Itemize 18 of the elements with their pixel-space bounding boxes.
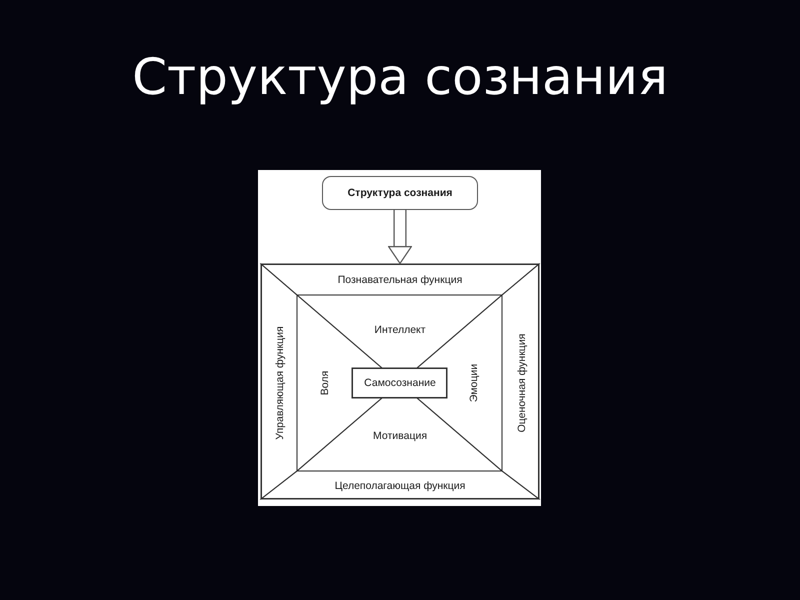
box-label: Структура сознания <box>348 186 452 200</box>
segment-label: Воля <box>318 370 332 396</box>
band-label: Познавательная функция <box>338 274 462 286</box>
slide-title: Структура сознания <box>132 52 668 102</box>
block-arrow <box>388 210 412 264</box>
segment-label: Мотивация <box>373 430 427 442</box>
trapezoid-band <box>261 471 539 499</box>
segment-label: Интеллект <box>374 324 426 336</box>
center-box <box>352 368 447 398</box>
band-label: Целеполагающая функция <box>334 480 466 492</box>
band-label: Оценочная функция <box>516 334 528 432</box>
trapezoid-band <box>502 264 539 499</box>
band-label: Управляющая функция <box>274 326 286 440</box>
rounded-box <box>322 176 478 210</box>
outer-frame <box>261 264 539 499</box>
box-label: Самосознание <box>364 376 436 390</box>
segment-label: Эмоции <box>468 364 480 402</box>
trapezoid-band <box>261 264 297 499</box>
